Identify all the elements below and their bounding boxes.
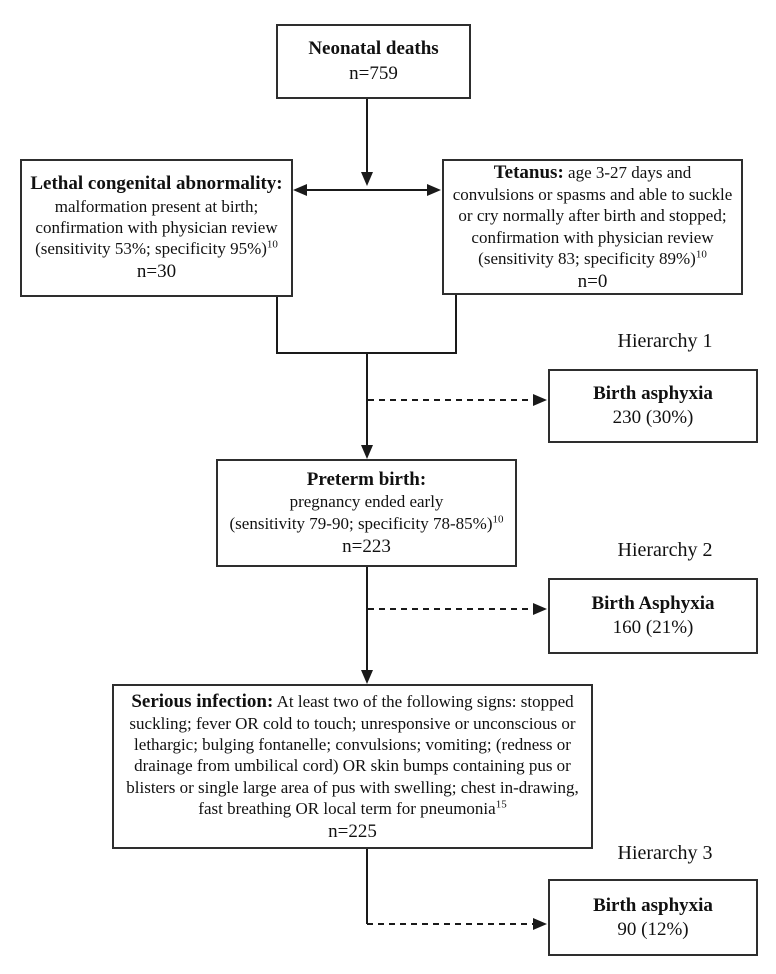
hierarchy-2-label: Hierarchy 2 [617,539,713,561]
arrow-dashed-hierarchy1 [368,394,547,406]
box-value: 160 (21%) [612,617,694,638]
arrow-dashed-hierarchy3 [366,847,547,930]
box-n-value: n=30 [136,261,177,283]
box-title: Preterm birth: [306,468,427,490]
arrow-neonatal-down [361,98,373,186]
arrow-double-lethal-tetanus [293,184,441,196]
reference-superscript: 10 [266,238,278,251]
lethal-congenital-abnormality-box: Lethal congenital abnormality: malformat… [20,159,293,297]
birth-asphyxia-hierarchy-2-box: Birth Asphyxia 160 (21%) [548,578,758,654]
arrow-preterm-to-serious [361,565,373,684]
box-stats: (sensitivity 79-90; specificity 78-85%) [229,513,493,533]
box-value: 230 (30%) [612,407,694,428]
reference-superscript: 15 [495,797,507,810]
box-stats: (sensitivity 53%; specificity 95%) [35,239,267,259]
hierarchy-1-label: Hierarchy 1 [617,330,713,352]
neonatal-deaths-box: Neonatal deaths n=759 [276,24,471,99]
box-description: pregnancy ended early [289,492,444,512]
box-title: Neonatal deaths [308,38,439,60]
serious-infection-box: Serious infection: At least two of the f… [112,684,593,849]
box-body: Serious infection: At least two of the f… [122,690,583,819]
tetanus-box: Tetanus: age 3-27 days and convulsions o… [442,159,743,295]
box-description: malformation present at birth; confirmat… [35,196,278,237]
arrow-dashed-hierarchy2 [368,603,547,615]
reference-superscript: 10 [695,247,707,260]
box-n-value: n=223 [342,535,391,557]
box-stats-line: (sensitivity 53%; specificity 95%)10 [35,238,278,259]
box-title: Birth Asphyxia [591,593,715,615]
box-stats: (sensitivity 83; specificity 89%) [478,248,696,268]
box-title: Birth asphyxia [593,894,713,916]
preterm-birth-box: Preterm birth: pregnancy ended early (se… [216,459,517,567]
box-title: Tetanus: [493,161,564,183]
box-stats-line: (sensitivity 83; specificity 89%)10 [478,248,707,269]
box-body: Lethal congenital abnormality: malformat… [30,172,283,238]
hierarchy-3-label: Hierarchy 3 [617,842,713,864]
box-body: Tetanus: age 3-27 days and convulsions o… [452,161,733,248]
box-value: 90 (12%) [617,918,689,940]
box-n-value: n=225 [328,820,377,842]
birth-asphyxia-hierarchy-3-box: Birth asphyxia 90 (12%) [548,879,758,956]
box-n-value: n=759 [349,63,398,84]
box-description: age 3-27 days and convulsions or spasms … [452,162,733,247]
box-title: Serious infection: [131,690,274,712]
box-stats-line: (sensitivity 79-90; specificity 78-85%)1… [230,513,504,534]
reference-superscript: 10 [492,512,504,525]
connector-merge-to-preterm [276,294,457,459]
box-title: Lethal congenital abnormality: [30,173,283,195]
box-title: Birth asphyxia [593,383,713,405]
birth-asphyxia-hierarchy-1-box: Birth asphyxia 230 (30%) [548,369,758,443]
box-n-value: n=0 [577,270,608,292]
box-description: At least two of the following signs: sto… [126,691,579,818]
